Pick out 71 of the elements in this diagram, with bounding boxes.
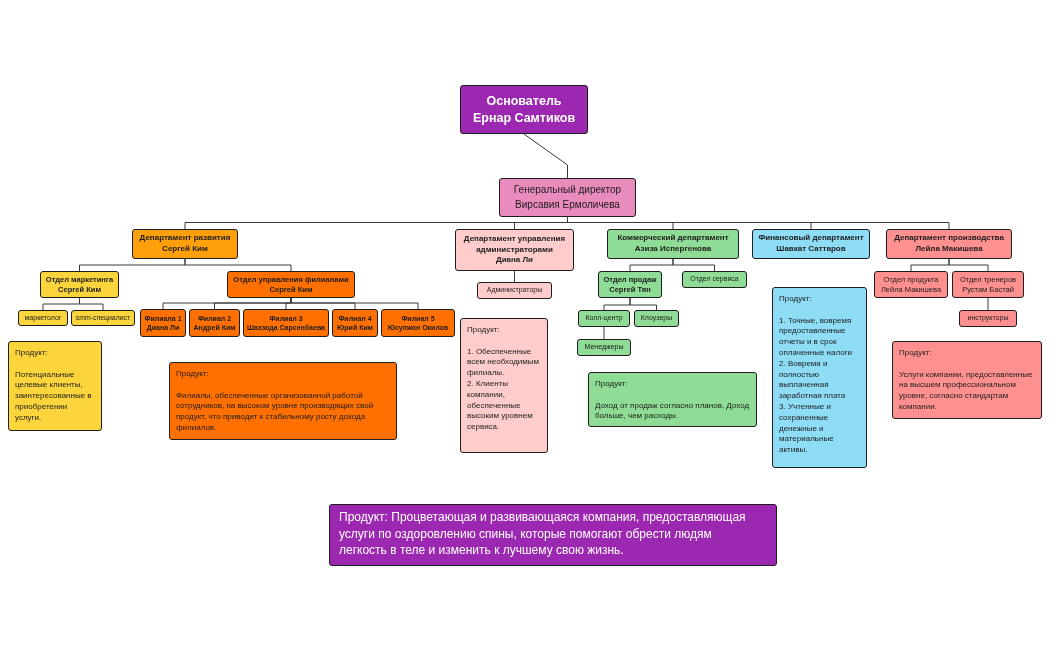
product-description: Услуги компании, предоставленные на высшем профессиональном уровне, согласно стандартам компании.	[899, 369, 1034, 413]
product-heading: Продукт:	[899, 348, 932, 359]
position-box	[243, 309, 329, 337]
position-box	[499, 178, 636, 217]
position-box	[952, 271, 1024, 298]
product-description: 2. Вовремя и полностью выплаченная заработная плата	[779, 358, 847, 402]
summary-text: Продукт: Процветающая и развивающаяся компания, предоставляющая услуги по оздоровлению спины, которые помогают обрести людям легкость в теле и изменить к лучшему свою жизнь.	[339, 509, 747, 559]
employee-name: Вирсавия Ермоличева	[515, 197, 620, 212]
product-description: Потенциальные целевые клиенты, заинтересованные в приобретении услуги.	[15, 369, 93, 424]
product-heading: Продукт:	[467, 325, 500, 336]
product-box	[169, 362, 397, 440]
position-box	[71, 310, 135, 326]
product-description: 3. Учтенные и сохраненные денежные и материальные активы.	[779, 401, 835, 456]
position-box	[381, 309, 455, 337]
position-box	[455, 229, 574, 271]
connector-line	[987, 297, 989, 311]
position-box	[682, 271, 747, 288]
position-box	[752, 229, 870, 259]
employee-name: Азиза Испергенова	[634, 244, 712, 255]
summary-box	[329, 504, 777, 566]
employee-name: Диана Ли	[495, 255, 534, 266]
employee-name: Ернар Самтиков	[472, 109, 576, 127]
position-title: Департамент управления администраторами	[462, 234, 567, 256]
position-box	[332, 309, 378, 337]
position-box	[886, 229, 1012, 259]
product-description: Филиалы, обеспеченные организованной работой сотрудников, на высоком уровне производящих свой продукт, что приводит к стабильному росту дохода филиалов.	[176, 390, 375, 434]
product-box	[772, 287, 867, 468]
position-box	[132, 229, 238, 259]
position-title: Коммерческий департамент	[617, 233, 729, 244]
product-description: 1. Обеспеченные всем необходимым филиалы.	[467, 346, 541, 379]
product-description: Доход от продаж согласно планов. Доход больше, чем расходы.	[595, 400, 750, 423]
position-title: Департамент развития	[139, 233, 231, 244]
position-box	[460, 85, 588, 134]
position-title: Основатель	[486, 92, 562, 110]
position-box	[578, 310, 630, 327]
connector-line	[672, 258, 715, 272]
position-box	[189, 309, 240, 337]
position-title: Генеральный директор	[513, 183, 622, 197]
employee-name: Лейла Макишева	[915, 244, 983, 255]
connector-line	[948, 258, 989, 272]
employee-name: Сергей Ким	[162, 244, 208, 255]
position-box	[140, 309, 186, 337]
position-title: Финансовый департамент	[758, 233, 864, 244]
product-heading: Продукт:	[595, 379, 628, 390]
connector-line	[514, 270, 515, 283]
connector-line	[603, 326, 605, 340]
product-box	[8, 341, 102, 431]
connector-line	[290, 297, 419, 310]
position-box	[874, 271, 948, 298]
employee-name: Шавкат Саттаров	[776, 244, 846, 255]
product-box	[588, 372, 757, 427]
position-box	[227, 271, 355, 298]
position-box	[598, 271, 662, 298]
position-box	[40, 271, 119, 298]
position-title: Департамент производства	[894, 233, 1004, 244]
connector-line	[629, 297, 657, 311]
position-box	[577, 339, 631, 356]
position-box	[477, 282, 552, 299]
product-box	[460, 318, 548, 453]
product-description: 2. Клиенты компании, обеспеченные высоким уровнем сервиса.	[467, 379, 534, 433]
product-heading: Продукт:	[176, 369, 209, 380]
product-heading: Продукт:	[779, 294, 812, 305]
position-box	[959, 310, 1017, 327]
position-box	[607, 229, 739, 259]
position-box	[18, 310, 68, 326]
product-heading: Продукт:	[15, 348, 48, 359]
position-box	[634, 310, 679, 327]
product-description: 1. Точные, вовремя предоставленные отчеты и в срок оплаченные налоги	[779, 315, 854, 359]
connector-line	[523, 133, 568, 179]
product-box	[892, 341, 1042, 419]
connector-line	[184, 258, 292, 272]
